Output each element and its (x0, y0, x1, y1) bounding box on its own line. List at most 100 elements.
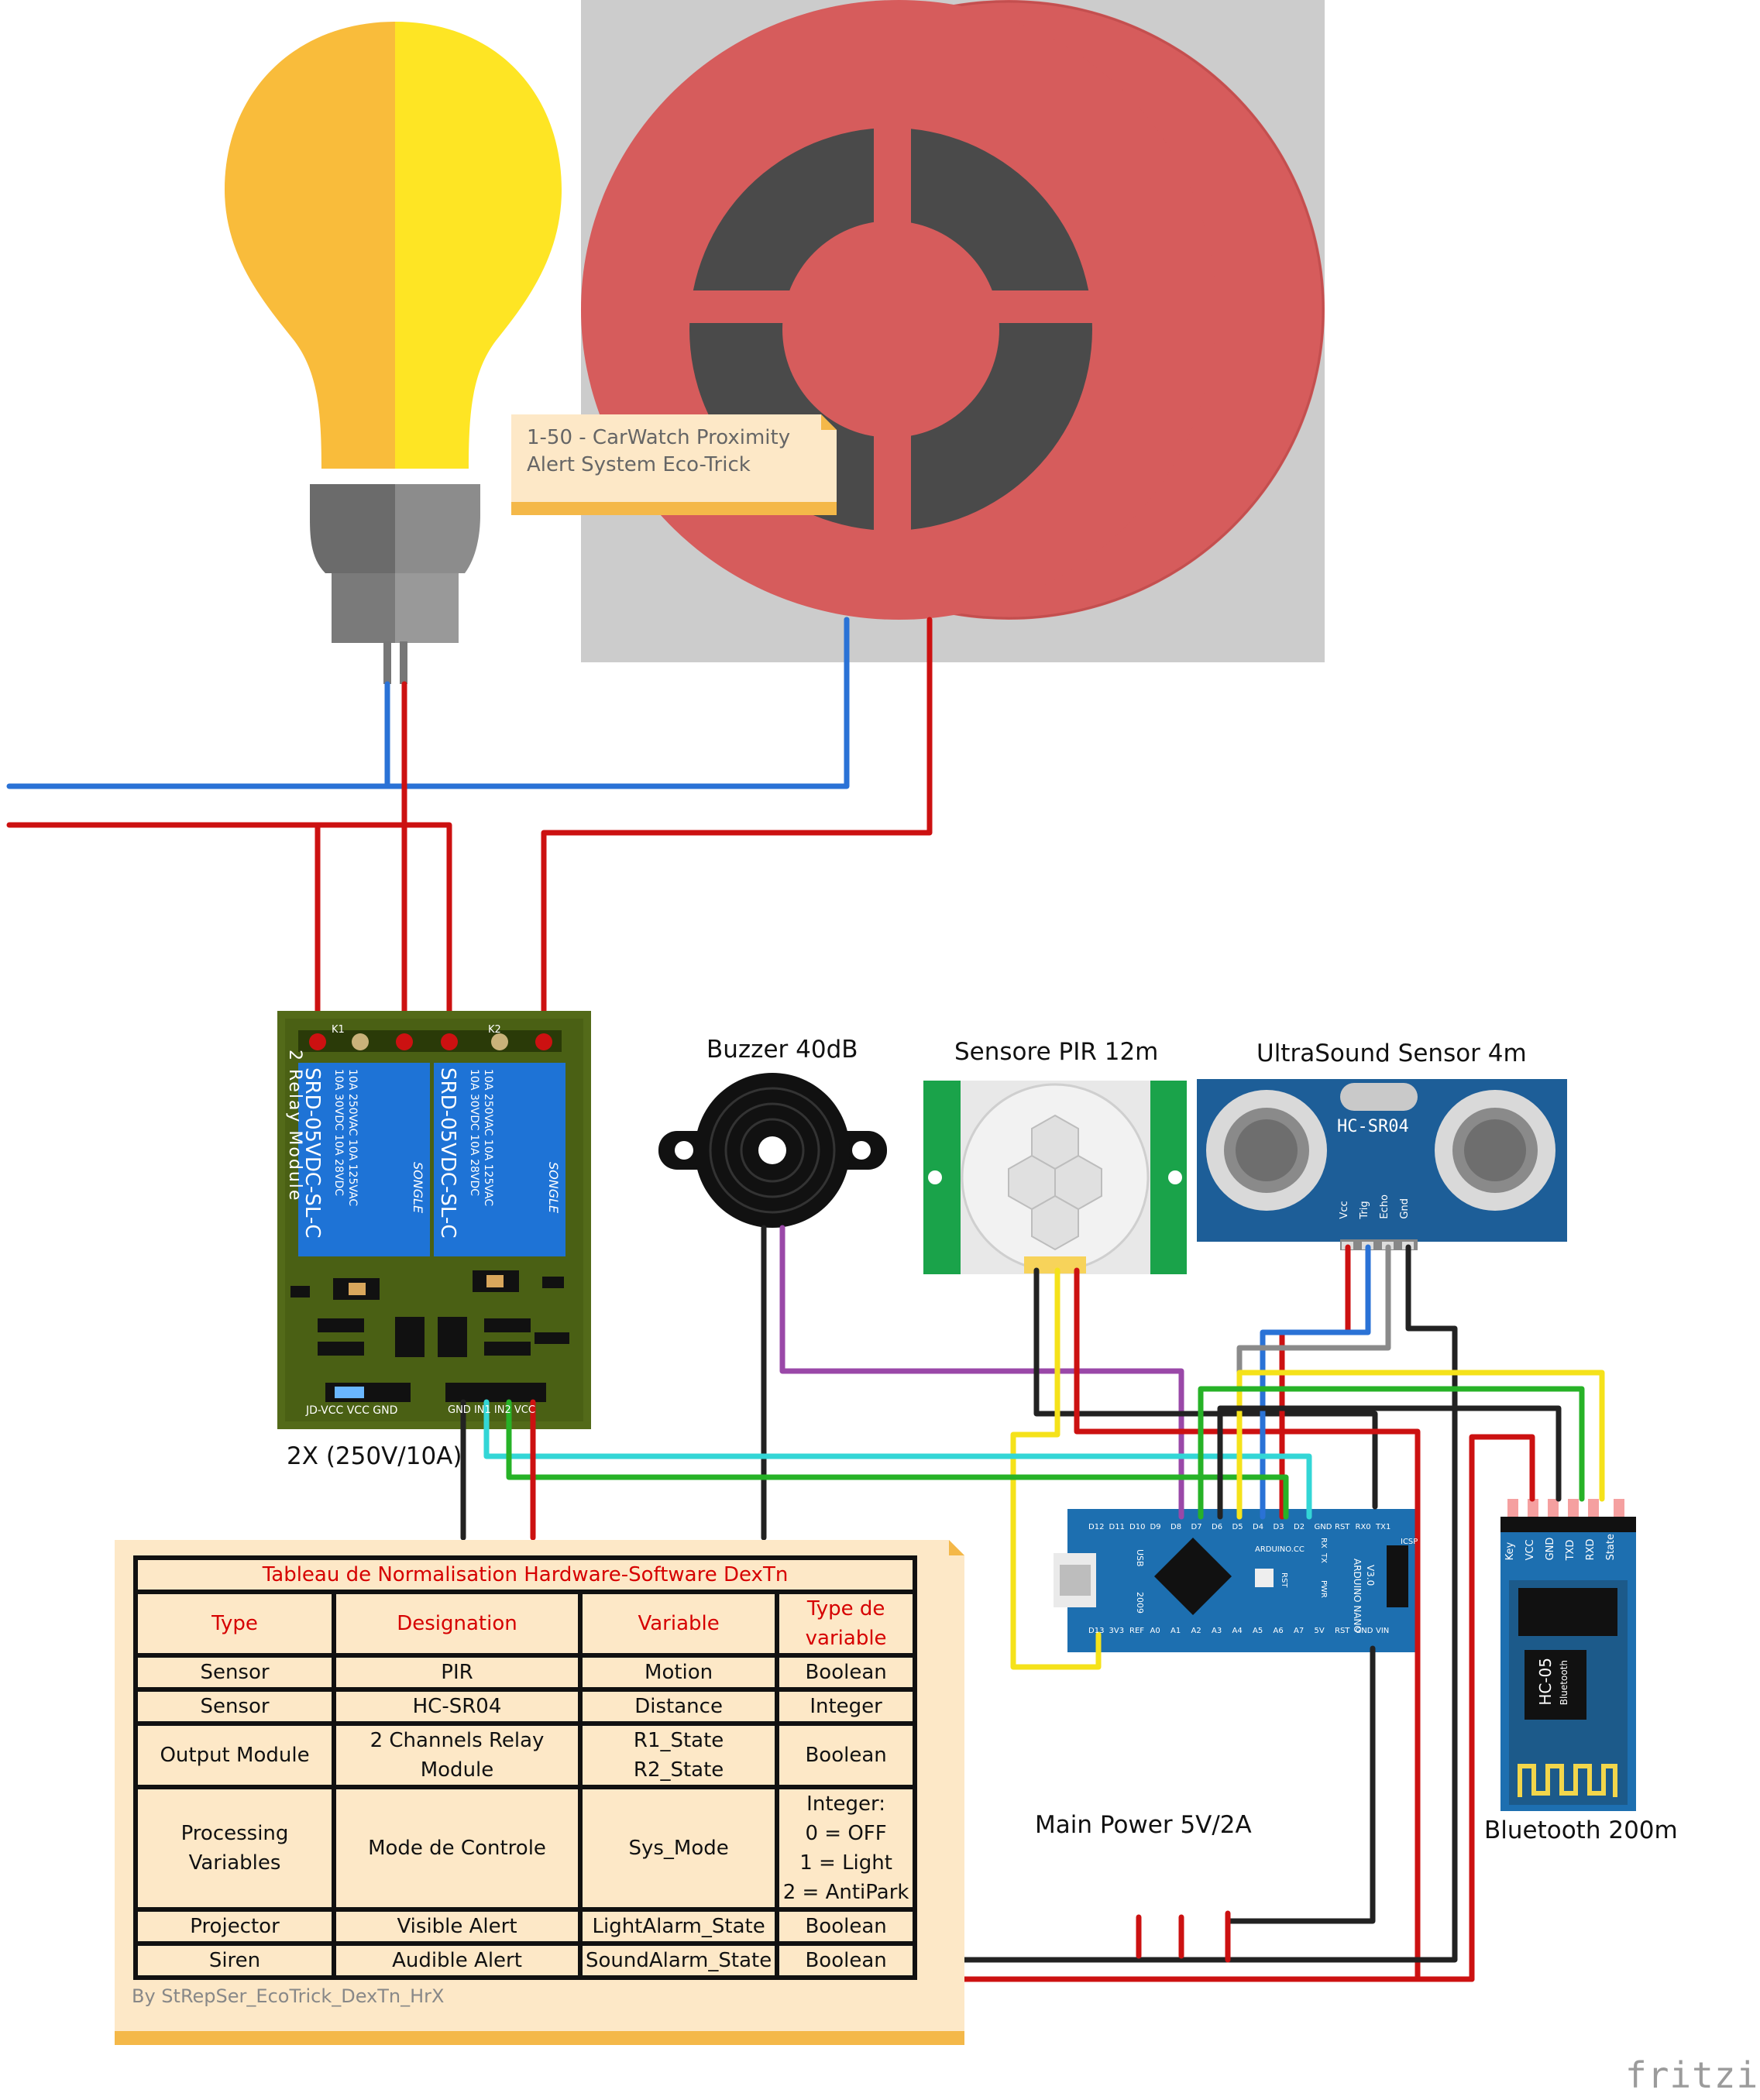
light-bulb (225, 22, 562, 684)
arduino-year: 2009 (1135, 1592, 1145, 1614)
relay-caption: 2X (250V/10A) (287, 1442, 462, 1470)
title-note-line2: Alert System Eco-Trick (527, 453, 751, 476)
cell-vartype-line: 0 = OFF (805, 1822, 887, 1845)
cell-vartype: Boolean (779, 1946, 913, 1975)
ultrasonic-pin-echo: Echo (1379, 1194, 1390, 1219)
cell-vartype-line: 1 = Light (799, 1851, 892, 1875)
pir-sensor (923, 1081, 1187, 1274)
cell-vartype: Boolean (779, 1658, 913, 1687)
bluetooth-pin-labels: Key VCC GND TXD RXD State (1504, 1534, 1620, 1560)
table-row: Sensor HC-SR04 Distance Integer (138, 1692, 913, 1721)
arduino-bottom-pin-label: VIN (1376, 1627, 1390, 1635)
arduino-usb: USB (1135, 1549, 1145, 1567)
arduino-bottom-pin-label: A2 (1191, 1627, 1201, 1635)
relay2-rating2: 10A 30VDC 10A 28VDC (468, 1069, 480, 1197)
cell-designation: PIR (336, 1658, 578, 1687)
bt-sub: Bluetooth (1559, 1660, 1569, 1706)
title-note (511, 414, 837, 515)
arduino-top-pin-label: D8 (1170, 1523, 1182, 1531)
arduino-top-pin-label: D6 (1212, 1523, 1223, 1531)
cell-designation: HC-SR04 (336, 1692, 578, 1721)
arduino-bottom-pin-label: A1 (1170, 1627, 1181, 1635)
arduino-tx: TX (1319, 1553, 1328, 1563)
arduino-top-pin-label: D5 (1232, 1523, 1243, 1531)
cell-designation: Mode de Controle (336, 1789, 578, 1907)
arduino-top-pin-label: D9 (1150, 1523, 1161, 1531)
bt-pin-key: Key (1504, 1541, 1516, 1561)
table-header-vartype: Type de variable (779, 1594, 913, 1653)
buzzer (658, 1073, 887, 1228)
table-header-type: Type (138, 1594, 332, 1653)
cell-type: Projector (138, 1912, 332, 1941)
cell-vartype: Integer (779, 1692, 913, 1721)
title-note-line1: 1-50 - CarWatch Proximity (527, 426, 791, 449)
cell-type: Siren (138, 1946, 332, 1975)
bt-pin-gnd: GND (1545, 1537, 1556, 1561)
relay-input-pins: GND IN1 IN2 VCC (448, 1404, 535, 1416)
relay-k1-label: K1 (332, 1024, 345, 1036)
table-row: Output Module 2 Channels Relay Module R1… (138, 1726, 913, 1785)
ultrasonic-model: HC-SR04 (1337, 1117, 1409, 1136)
cell-designation: 2 Channels Relay Module (336, 1726, 578, 1785)
arduino-bottom-pin-label: A6 (1273, 1627, 1284, 1635)
arduino-bottom-pin-label: REF (1129, 1627, 1145, 1635)
table-row: Processing Variables Mode de Controle Sy… (138, 1789, 913, 1907)
relay1-model: SRD-05VDC-SL-C (301, 1067, 324, 1239)
main-power-label: Main Power 5V/2A (1035, 1811, 1252, 1839)
pir-label: Sensore PIR 12m (954, 1038, 1159, 1066)
cell-type: Sensor (138, 1692, 332, 1721)
siren (581, 0, 1325, 662)
table-header-variable: Variable (583, 1594, 775, 1653)
arduino-bottom-pin-label: A3 (1212, 1627, 1222, 1635)
arduino-top-pin-label: D4 (1253, 1523, 1264, 1531)
title-note-text: 1-50 - CarWatch Proximity Alert System E… (527, 424, 821, 479)
relay1-brand: SONGLE (411, 1162, 425, 1214)
arduino-bottom-pin-label: A7 (1294, 1627, 1305, 1635)
arduino-top-pin-label: D7 (1191, 1523, 1202, 1531)
mains-wiring (6, 617, 933, 1045)
bluetooth-module (1500, 1499, 1636, 1811)
arduino-top-pin-label: D11 (1109, 1523, 1125, 1531)
arduino-top-pin-label: TX1 (1376, 1523, 1391, 1531)
buzzer-label: Buzzer 40dB (706, 1036, 858, 1064)
arduino-bottom-pin-label: A0 (1150, 1627, 1160, 1635)
arduino-top-pin-label: RST (1335, 1523, 1350, 1531)
table-row: Projector Visible Alert LightAlarm_State… (138, 1912, 913, 1941)
table-header-designation: Designation (336, 1594, 578, 1653)
cell-variable: Sys_Mode (583, 1789, 775, 1907)
ultrasonic-pin-gnd: Gnd (1399, 1198, 1411, 1219)
cell-variable-line: R1_State (633, 1729, 724, 1752)
cell-vartype: Boolean (779, 1912, 913, 1941)
ultrasound-label: UltraSound Sensor 4m (1256, 1040, 1527, 1067)
relay1-rating1: 10A 250VAC 10A 125VAC (346, 1069, 359, 1207)
bt-pin-txd: TXD (1565, 1539, 1576, 1561)
arduino-bottom-pin-label: GND (1355, 1627, 1373, 1635)
cell-variable: SoundAlarm_State (583, 1946, 775, 1975)
bluetooth-label: Bluetooth 200m (1484, 1816, 1678, 1844)
cell-vartype-line: Integer: (806, 1792, 886, 1816)
arduino-rx: RX (1319, 1538, 1328, 1548)
arduino-name: ARDUINO NANO (1352, 1559, 1363, 1633)
cell-variable-line: R2_State (633, 1758, 724, 1782)
cell-designation: Audible Alert (336, 1946, 578, 1975)
relay2-model: SRD-05VDC-SL-C (436, 1067, 459, 1239)
bt-model: HC-05 (1536, 1658, 1555, 1706)
cell-variable: LightAlarm_State (583, 1912, 775, 1941)
cell-type: Processing Variables (138, 1789, 332, 1907)
arduino-bottom-pin-label: 5V (1314, 1627, 1325, 1635)
table-row: Sensor PIR Motion Boolean (138, 1658, 913, 1687)
cell-type: Output Module (138, 1726, 332, 1785)
arduino-top-pin-label: D3 (1273, 1523, 1284, 1531)
arduino-bottom-pin-label: A5 (1253, 1627, 1263, 1635)
ultrasonic-pin-vcc: Vcc (1339, 1201, 1350, 1219)
relay1-rating2: 10A 30VDC 10A 28VDC (332, 1069, 345, 1197)
cell-variable: Motion (583, 1658, 775, 1687)
arduino-bottom-pin-label: A4 (1232, 1627, 1243, 1635)
arduino-nano (1054, 1509, 1420, 1652)
arduino-site: ARDUINO.CC (1255, 1545, 1305, 1554)
ultrasonic-pin-labels: Vcc Trig Echo Gnd (1339, 1194, 1413, 1219)
bt-pin-vcc: VCC (1525, 1539, 1536, 1561)
arduino-version: V3.0 (1365, 1565, 1376, 1586)
